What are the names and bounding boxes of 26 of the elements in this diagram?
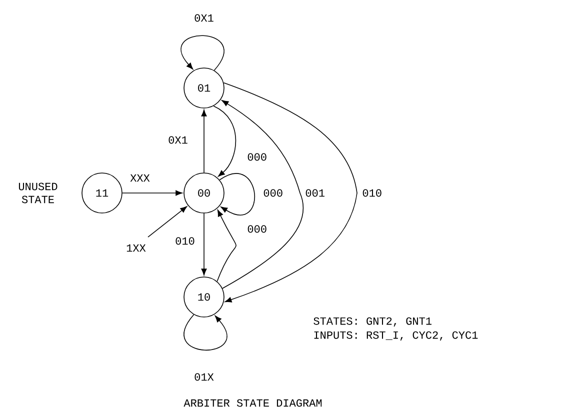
edge-label: 010 xyxy=(174,236,196,246)
edge-label: 000 xyxy=(246,152,268,162)
arrow xyxy=(222,100,304,289)
edge-label: 010 xyxy=(361,188,383,198)
arrow xyxy=(216,210,236,282)
edge-label: 0X1 xyxy=(193,13,215,23)
caption: ARBITER STATE DIAGRAM xyxy=(184,399,322,407)
arrow xyxy=(223,82,358,302)
note-text: STATES: GNT2, GNT1 xyxy=(314,317,432,327)
arrow xyxy=(180,35,224,71)
edge-label: 0X1 xyxy=(167,135,189,145)
edge-label: 01X xyxy=(193,372,215,382)
arrow xyxy=(184,314,228,351)
arrow xyxy=(213,106,236,177)
arrow xyxy=(148,206,188,238)
edge-label: 1XX xyxy=(125,243,147,253)
arrow xyxy=(219,173,255,216)
arrow xyxy=(201,213,207,276)
arrow xyxy=(201,110,207,173)
edge-label: XXX xyxy=(129,173,151,183)
edge-label: 001 xyxy=(304,188,326,198)
edge-label: 000 xyxy=(262,188,284,198)
note-text: INPUTS: RST_I, CYC2, CYC1 xyxy=(314,331,478,341)
state-note: UNUSED STATE xyxy=(18,182,58,204)
arrow xyxy=(122,190,182,196)
edge-label: 000 xyxy=(246,224,268,234)
